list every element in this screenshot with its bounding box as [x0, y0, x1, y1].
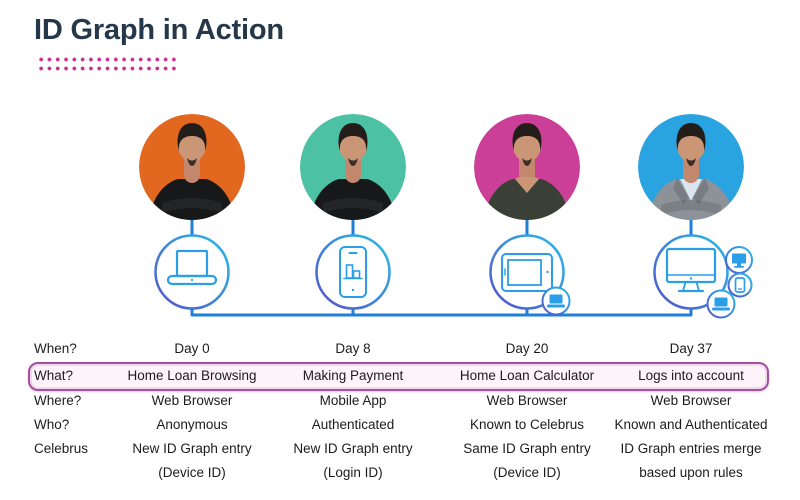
cell-when-day20: Day 20: [505, 341, 549, 356]
cell-where-day37: Web Browser: [650, 393, 732, 408]
cell-where-day20: Web Browser: [486, 393, 568, 408]
cell-celebrus-day0-line2: (Device ID): [158, 465, 226, 480]
timeline-connector-lines: [190, 210, 693, 317]
cell-when-day0: Day 0: [174, 341, 210, 356]
desktop-monitor-icon: [665, 247, 717, 293]
cell-celebrus-day37-line1: ID Graph entries merge: [620, 441, 762, 456]
row-label-where: Where?: [34, 393, 82, 408]
row-label-celebrus: Celebrus: [34, 441, 89, 456]
cell-who-day37: Known and Authenticated: [614, 417, 768, 432]
what-row-highlight: [28, 362, 769, 391]
avatar-day0: [139, 114, 245, 220]
row-label-what: What?: [34, 368, 74, 383]
cell-where-day0: Web Browser: [151, 393, 233, 408]
tablet-icon: [501, 253, 553, 292]
cell-celebrus-day37-line2: based upon rules: [639, 465, 743, 480]
table-row-what: What? Home Loan Browsing Making Payment …: [0, 368, 800, 388]
person-photo: [648, 123, 734, 220]
cell-what-day8: Making Payment: [302, 368, 404, 383]
cell-when-day37: Day 37: [669, 341, 713, 356]
person-photo: [484, 123, 570, 220]
laptop-icon: [166, 249, 218, 286]
cell-celebrus-day8-line1: New ID Graph entry: [293, 441, 413, 456]
cell-celebrus-day20-line2: (Device ID): [493, 465, 561, 480]
cell-who-day20: Known to Celebrus: [469, 417, 585, 432]
device-node-day20: [489, 234, 571, 316]
table-row-celebrus-line2: (Device ID) (Login ID) (Device ID) based…: [0, 465, 800, 485]
device-node-day8: [315, 234, 391, 310]
avatar-day20: [474, 114, 580, 220]
cell-celebrus-day20-line1: Same ID Graph entry: [463, 441, 591, 456]
cell-where-day8: Mobile App: [319, 393, 387, 408]
table-row-when: When? Day 0 Day 8 Day 20 Day 37: [0, 341, 800, 361]
device-node-day0: [154, 234, 230, 310]
cell-when-day8: Day 8: [335, 341, 371, 356]
mobile-phone-icon: [339, 246, 367, 298]
cell-celebrus-day0-line1: New ID Graph entry: [132, 441, 252, 456]
satellite-laptop-icon: [541, 286, 571, 316]
device-node-day37: [653, 234, 753, 319]
cell-what-day37: Logs into account: [638, 368, 744, 383]
person-photo: [149, 123, 235, 220]
satellite-phone-icon: [727, 272, 753, 298]
cell-celebrus-day8-line2: (Login ID): [323, 465, 383, 480]
satellite-laptop-icon: [706, 289, 736, 319]
cell-who-day8: Authenticated: [311, 417, 395, 432]
avatar-day37: [638, 114, 744, 220]
title-dots-decoration: [37, 55, 179, 73]
cell-who-day0: Anonymous: [156, 417, 228, 432]
person-photo: [310, 123, 396, 220]
satellite-monitor-icon: [725, 246, 753, 274]
page-title: ID Graph in Action: [34, 14, 284, 46]
cell-what-day0: Home Loan Browsing: [127, 368, 257, 383]
row-label-who: Who?: [34, 417, 70, 432]
cell-what-day20: Home Loan Calculator: [459, 368, 595, 383]
table-row-where: Where? Web Browser Mobile App Web Browse…: [0, 393, 800, 413]
row-label-when: When?: [34, 341, 77, 356]
table-row-who: Who? Anonymous Authenticated Known to Ce…: [0, 417, 800, 437]
table-row-celebrus: Celebrus New ID Graph entry New ID Graph…: [0, 441, 800, 461]
id-graph-diagram: [139, 114, 753, 319]
avatar-day8: [300, 114, 406, 220]
